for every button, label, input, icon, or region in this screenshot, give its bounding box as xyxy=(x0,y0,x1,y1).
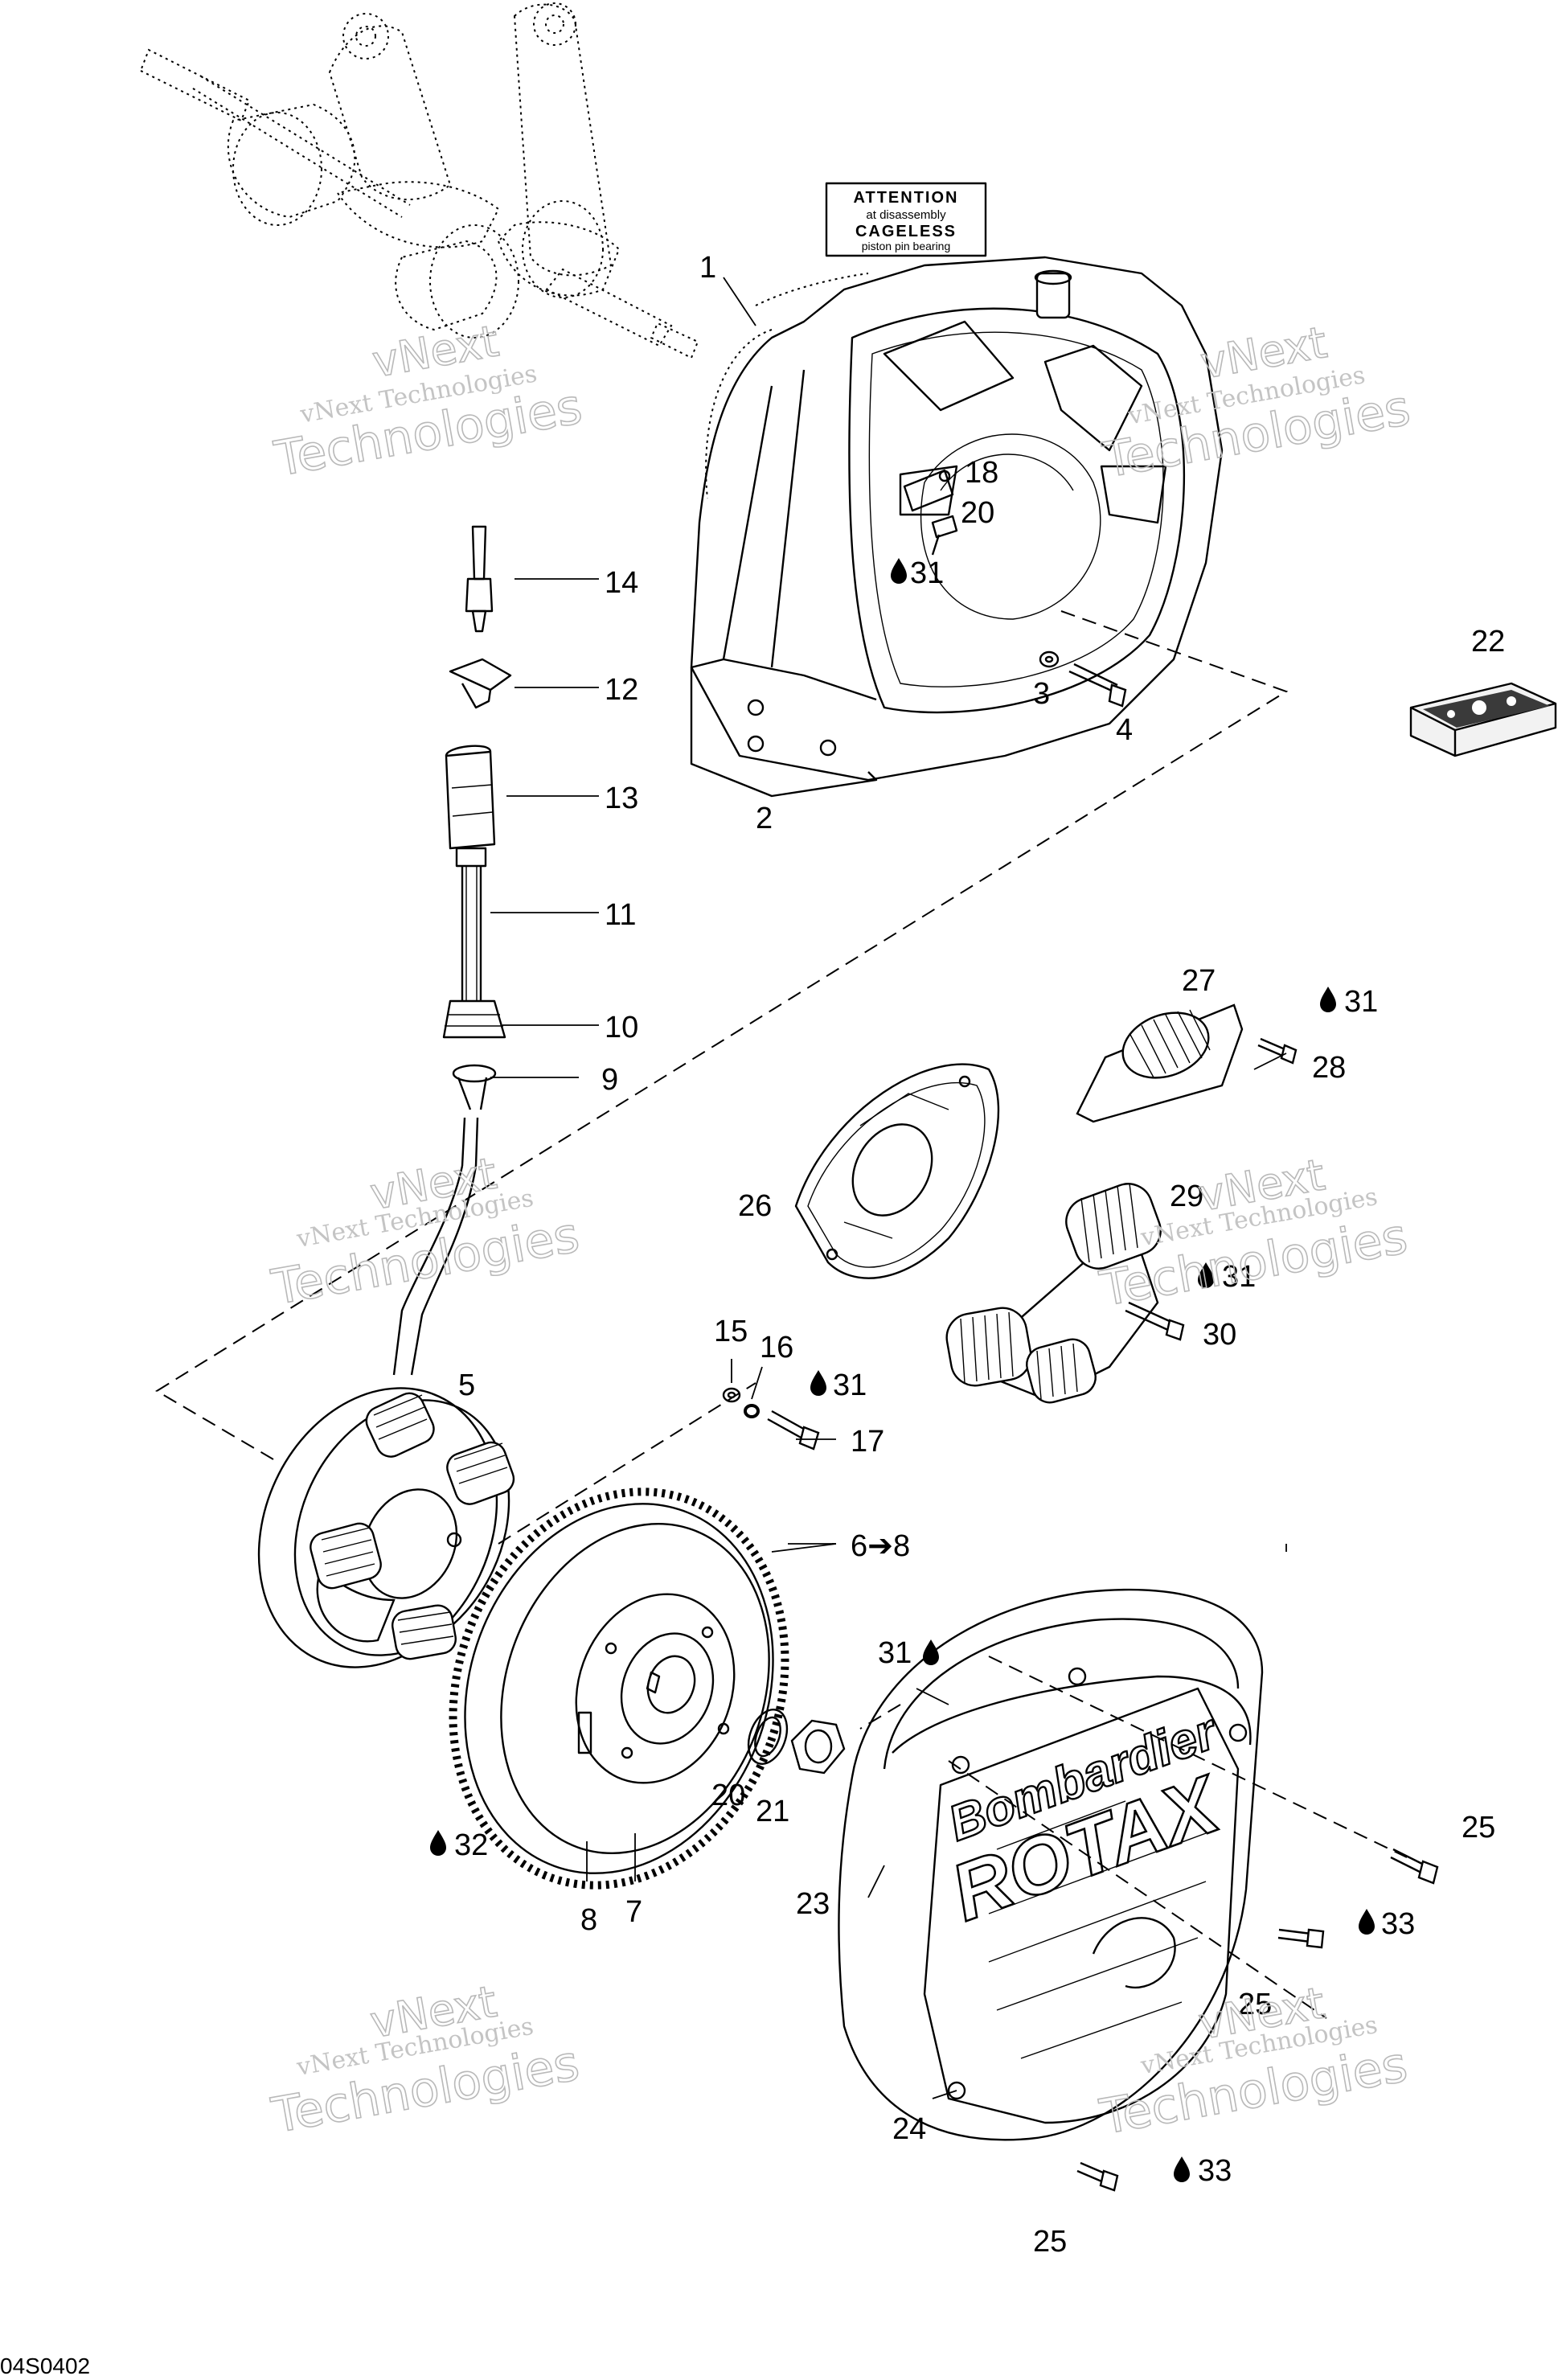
callout-5: 5 xyxy=(458,1368,475,1402)
svg-text:33: 33 xyxy=(1381,1907,1415,1941)
callout-25-c: 25 xyxy=(1033,2225,1067,2259)
callout-20-top: 20 xyxy=(961,496,994,530)
callout-8: 8 xyxy=(580,1903,597,1937)
callout-22: 22 xyxy=(1471,625,1505,659)
wire-harness-11 xyxy=(461,866,482,1001)
starter-gear-29 xyxy=(945,1183,1162,1404)
svg-text:at disassembly: at disassembly xyxy=(866,208,946,222)
watermark-top-left: vNext Technologies vNext Technologies xyxy=(269,315,586,489)
connector-13 xyxy=(445,745,496,868)
watermark-bottom-left: vNext Technologies vNext Technologies xyxy=(267,1976,584,2145)
svg-text:31: 31 xyxy=(878,1636,912,1670)
crankshaft-assembly xyxy=(139,2,699,359)
starter-bendix-27 xyxy=(1076,1003,1244,1123)
callout-24: 24 xyxy=(892,2112,926,2146)
svg-text:32: 32 xyxy=(454,1828,488,1862)
cover-brand-text: Bombardier ROTAX xyxy=(939,1702,1235,1939)
callout-10: 10 xyxy=(605,1011,638,1044)
callout-2: 2 xyxy=(756,802,773,835)
callout-15: 15 xyxy=(714,1315,748,1348)
callout-3: 3 xyxy=(1033,677,1050,711)
svg-text:ATTENTION: ATTENTION xyxy=(854,189,959,207)
callout-20-bottom: 20 xyxy=(711,1779,745,1812)
callout-25-a: 25 xyxy=(1462,1811,1495,1844)
watermark-mid-left: vNext Technologies vNext Technologies xyxy=(267,1147,584,1317)
washer-15 xyxy=(722,1387,741,1403)
bolt-30 xyxy=(1125,1301,1185,1341)
callout-31-screw: 31 xyxy=(810,1368,867,1402)
callout-29: 29 xyxy=(1170,1180,1203,1213)
attention-label: ATTENTION at disassembly CAGELESS piston… xyxy=(825,182,987,257)
sealant-pad-22 xyxy=(1409,682,1557,757)
stator-5 xyxy=(257,1387,515,1668)
callout-9: 9 xyxy=(601,1063,618,1097)
callout-12: 12 xyxy=(605,673,638,707)
callout-numbers: 1 2 3 4 5 6➔8 7 8 9 10 11 12 13 14 15 16… xyxy=(430,251,1505,2259)
callout-31-bendix: 31 xyxy=(1320,985,1378,1019)
diagram-id: 04S0402 xyxy=(0,2353,90,2378)
bolt-4 xyxy=(1068,663,1127,708)
nut-21 xyxy=(790,1719,846,1775)
alignment-lines xyxy=(155,610,1408,2019)
callout-7: 7 xyxy=(625,1895,642,1929)
callout-17: 17 xyxy=(851,1425,884,1459)
callout-27: 27 xyxy=(1182,964,1216,998)
screw-20-top xyxy=(931,515,958,556)
callout-31-top: 31 xyxy=(891,556,944,590)
callout-11: 11 xyxy=(605,898,636,932)
magneto-cover-23 xyxy=(838,1588,1264,2141)
callout-14: 14 xyxy=(605,566,638,600)
svg-text:31: 31 xyxy=(1222,1260,1256,1294)
callout-13: 13 xyxy=(605,782,638,815)
callout-16: 16 xyxy=(760,1331,793,1364)
callout-1: 1 xyxy=(699,251,716,285)
watermark-top-right: vNext Technologies vNext Technologies xyxy=(1098,316,1415,490)
grommet-9 xyxy=(392,1064,497,1376)
svg-text:piston pin bearing: piston pin bearing xyxy=(862,240,951,252)
callout-6: 6➔8 xyxy=(851,1529,910,1563)
svg-text:CAGELESS: CAGELESS xyxy=(855,223,957,240)
svg-text:33: 33 xyxy=(1198,2154,1232,2188)
bolt-28 xyxy=(1257,1037,1298,1065)
watermarks: vNext Technologies vNext Technologies vN… xyxy=(267,315,1415,2147)
svg-text:31: 31 xyxy=(1344,985,1378,1019)
callout-25-b: 25 xyxy=(1238,1988,1272,2021)
washer-16 xyxy=(744,1404,760,1418)
callout-31-nut: 31 xyxy=(878,1636,939,1670)
sensor-14 xyxy=(465,525,494,633)
cover-plate-26 xyxy=(794,1063,1000,1279)
washer-3 xyxy=(1039,650,1060,668)
bolt-25-a xyxy=(1390,1848,1439,1885)
callout-4: 4 xyxy=(1116,713,1133,747)
magneto-housing xyxy=(690,256,1224,798)
callout-23: 23 xyxy=(796,1887,830,1921)
grommet-12 xyxy=(449,658,512,709)
callout-18: 18 xyxy=(965,456,998,490)
watermark-bottom-right: vNext Technologies vNext Technologies xyxy=(1095,1977,1412,2147)
callout-32: 32 xyxy=(430,1828,488,1862)
svg-text:31: 31 xyxy=(833,1368,867,1402)
washer-20 xyxy=(747,1709,789,1765)
callout-33-a: 33 xyxy=(1359,1907,1415,1941)
callout-31-gear: 31 xyxy=(1198,1260,1256,1294)
callout-33-b: 33 xyxy=(1174,2154,1232,2188)
svg-text:31: 31 xyxy=(910,556,944,590)
callout-28: 28 xyxy=(1312,1051,1346,1085)
bracket-18 xyxy=(903,469,954,512)
bolt-25-b xyxy=(1277,1928,1325,1949)
callout-26: 26 xyxy=(738,1189,772,1223)
callout-30: 30 xyxy=(1203,1318,1236,1352)
bolt-25-c xyxy=(1076,2161,1119,2192)
screw-17 xyxy=(767,1410,820,1451)
leader-lines xyxy=(490,277,1287,2099)
flywheel-6 xyxy=(449,1488,789,1890)
callout-21: 21 xyxy=(756,1795,789,1828)
boot-10 xyxy=(442,999,506,1039)
